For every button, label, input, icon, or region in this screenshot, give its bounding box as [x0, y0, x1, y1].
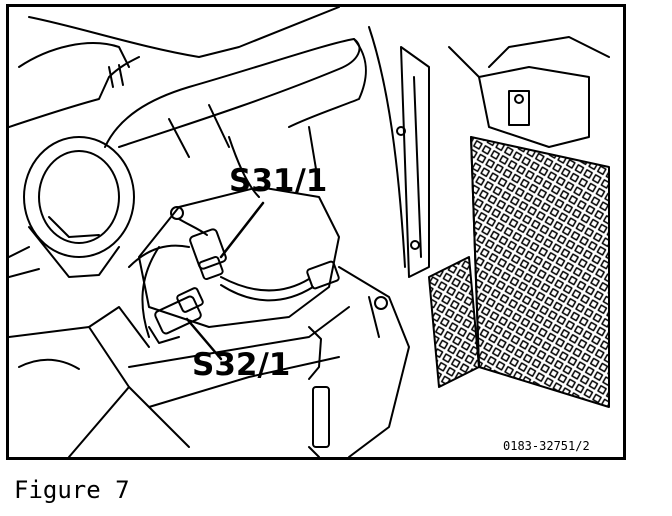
figure-caption: Figure 7 — [14, 476, 130, 504]
strut-tower — [338, 26, 430, 457]
callout-leaders — [185, 201, 265, 361]
blower-housing — [9, 136, 135, 278]
switch-s32-body — [148, 287, 204, 344]
wiring-harness — [128, 244, 340, 338]
illustration-frame: S31/1 S32/1 0183-32751/2 — [6, 4, 626, 460]
top-right-bracket — [448, 36, 610, 148]
callout-s31-label: S31/1 — [229, 163, 328, 199]
air-duct — [9, 7, 340, 128]
radiator-grille — [428, 136, 610, 408]
lower-left-panel — [9, 306, 190, 457]
drawing-reference-code: 0183-32751/2 — [503, 439, 590, 453]
large-hose — [104, 38, 367, 158]
lower-sensor — [308, 326, 330, 457]
switch-s31-body — [170, 206, 227, 281]
callout-s32-label: S32/1 — [192, 347, 291, 383]
engine-bay-line-drawing — [9, 7, 610, 457]
